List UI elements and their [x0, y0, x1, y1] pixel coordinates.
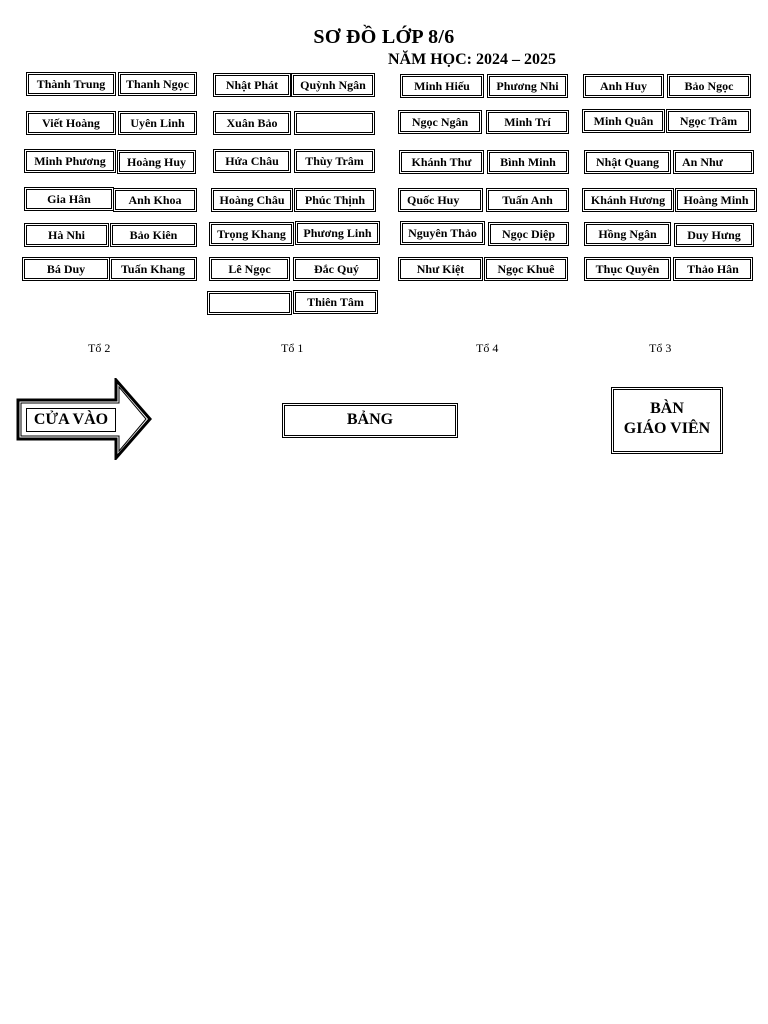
seat-to1-r5-a: Trọng Khang — [209, 222, 294, 246]
seat-to4-r2-b: Minh Trí — [486, 110, 569, 134]
seat-to2-r5-a: Hà Nhi — [24, 223, 109, 247]
seat-to2-r6-b: Tuấn Khang — [109, 257, 197, 281]
seat-to3-r2-a: Minh Quân — [582, 109, 665, 133]
seat-to2-r3-a: Minh Phương — [24, 149, 116, 173]
seat-to4-r5-a: Nguyên Thảo — [400, 221, 485, 245]
teacher-desk: BÀN GIÁO VIÊN — [611, 387, 723, 454]
seat-to3-r2-b: Ngọc Trâm — [666, 109, 751, 133]
seat-to1-r6-b: Đắc Quý — [293, 257, 380, 281]
seat-to4-r4-a: Quốc Huy — [398, 188, 483, 212]
page-title: SƠ ĐỒ LỚP 8/6 — [313, 26, 455, 48]
seat-to1-r2-b — [294, 111, 375, 135]
seat-to2-r2-a: Viết Hoàng — [26, 111, 116, 135]
seat-to2-r5-b: Bảo Kiên — [110, 223, 197, 247]
seat-to2-r4-a: Gia Hân — [24, 187, 114, 211]
seat-to4-r1-b: Phương Nhi — [487, 74, 568, 98]
seat-to3-r5-b: Duy Hưng — [674, 223, 754, 247]
seat-to4-r6-b: Ngọc Khuê — [484, 257, 568, 281]
seat-to4-r4-b: Tuấn Anh — [486, 188, 569, 212]
seat-to1-r3-b: Thùy Trâm — [294, 149, 375, 173]
group-label-to1: Tổ 1 — [281, 341, 304, 355]
group-label-to2: Tổ 2 — [88, 341, 111, 355]
seat-to2-r1-b: Thanh Ngọc — [118, 72, 197, 96]
group-label-to3: Tổ 3 — [649, 341, 672, 355]
seat-to1-r7-a — [207, 291, 292, 315]
seat-to4-r5-b: Ngọc Diệp — [488, 222, 569, 246]
school-year: NĂM HỌC: 2024 – 2025 — [388, 51, 556, 68]
seat-to3-r5-a: Hồng Ngân — [584, 222, 671, 246]
seat-to3-r3-b: An Như — [673, 150, 754, 174]
group-label-to4: Tổ 4 — [476, 341, 499, 355]
teacher-desk-line2: GIÁO VIÊN — [623, 420, 711, 437]
seat-to2-r4-b: Anh Khoa — [113, 188, 197, 212]
seat-to1-r6-a: Lê Ngọc — [209, 257, 290, 281]
seat-to4-r2-a: Ngọc Ngân — [398, 110, 482, 134]
seat-to1-r1-a: Nhật Phát — [213, 73, 291, 97]
seat-to2-r3-b: Hoàng Huy — [117, 150, 196, 174]
seat-to4-r6-a: Như Kiệt — [398, 257, 483, 281]
seat-to3-r3-a: Nhật Quang — [584, 150, 671, 174]
seat-to4-r3-b: Bình Minh — [487, 150, 569, 174]
blackboard: BẢNG — [282, 403, 458, 438]
seat-to4-r3-a: Khánh Thư — [399, 150, 484, 174]
seat-to2-r1-a: Thành Trung — [26, 72, 116, 96]
seat-to1-r4-b: Phúc Thịnh — [294, 188, 376, 212]
seat-to3-r6-b: Thảo Hân — [673, 257, 753, 281]
seat-to3-r6-a: Thục Quyên — [584, 257, 671, 281]
seat-to2-r6-a: Bá Duy — [22, 257, 110, 281]
seat-to1-r5-b: Phương Linh — [295, 221, 380, 245]
seat-to3-r1-b: Bảo Ngọc — [667, 74, 751, 98]
seat-to1-r2-a: Xuân Bảo — [213, 111, 291, 135]
seat-to2-r2-b: Uyên Linh — [118, 111, 197, 135]
seat-to3-r4-b: Hoàng Minh — [675, 188, 757, 212]
seat-to1-r1-b: Quỳnh Ngân — [291, 73, 375, 97]
seat-to3-r4-a: Khánh Hương — [582, 188, 674, 212]
seat-to1-r3-a: Hứa Châu — [213, 149, 291, 173]
seat-to1-r4-a: Hoàng Châu — [211, 188, 293, 212]
teacher-desk-line1: BÀN — [650, 400, 684, 417]
seat-to4-r1-a: Minh Hiếu — [400, 74, 484, 98]
seat-to1-r7-b: Thiên Tâm — [293, 290, 378, 314]
seat-to3-r1-a: Anh Huy — [583, 74, 664, 98]
entrance-label: CỬA VÀO — [26, 408, 116, 432]
